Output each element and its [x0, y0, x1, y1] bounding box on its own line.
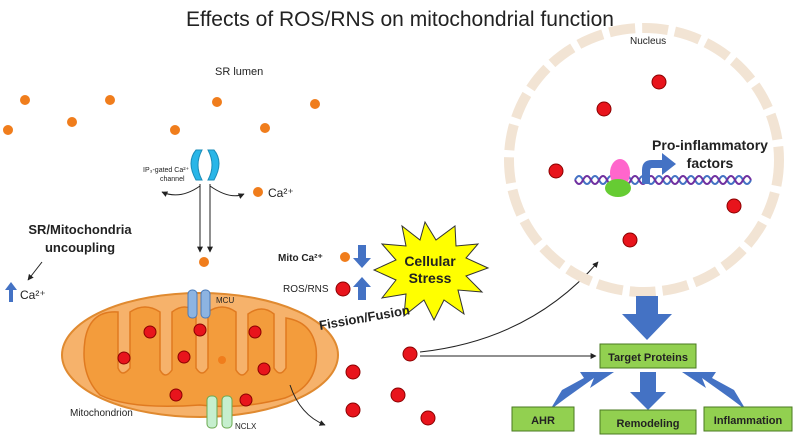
uncoupling-label-line2: uncoupling [45, 240, 115, 255]
remodeling-box [599, 409, 697, 435]
ip3-channel-label: IP₃-gated Ca²⁺ [143, 167, 190, 174]
calcium-left-label: Ca²⁺ [20, 288, 46, 302]
nucleus [504, 23, 784, 297]
nclx-channel [206, 395, 233, 429]
nucleus-label: Nucleus [630, 36, 666, 47]
ros-dot [548, 163, 564, 179]
ros-dot [177, 350, 191, 364]
calcium-dot [3, 125, 13, 135]
mcu-channel [187, 289, 211, 319]
ip3-channel-label-line2: channel [160, 176, 185, 183]
ca-release-arrow-right [209, 185, 245, 199]
calcium-dot [218, 356, 226, 364]
target-proteins-box [599, 343, 697, 369]
calcium-dot [260, 123, 270, 133]
remodeling-label: Remodeling [617, 418, 680, 430]
mito-release-arrow [289, 384, 326, 426]
ros-dot [239, 393, 253, 407]
calcium-dot [105, 95, 115, 105]
ros-dot [390, 387, 406, 403]
ros-dot [402, 346, 418, 362]
ahr-label: AHR [531, 415, 555, 427]
ros-dot [622, 232, 638, 248]
ros-dot [248, 325, 262, 339]
calcium-label: Ca²⁺ [268, 186, 294, 200]
calcium-dot [170, 125, 180, 135]
ros-dot [726, 198, 742, 214]
mcu-label: MCU [216, 296, 234, 305]
nucleus-to-target-arrow [622, 296, 672, 340]
ros-dot [257, 362, 271, 376]
ros-dot [651, 74, 667, 90]
inflammation-box [703, 406, 793, 432]
calcium-dot [340, 252, 350, 262]
mitochondrion [61, 292, 339, 418]
transcription-arrow [642, 153, 676, 184]
diagram-title: Effects of ROS/RNS on mitochondrial func… [186, 8, 614, 31]
cellular-stress-label: Cellular [404, 253, 456, 269]
target-proteins-label: Target Proteins [608, 352, 688, 364]
ros-dot [169, 388, 183, 402]
down-arrow-icon [353, 245, 371, 268]
calcium-dot [67, 117, 77, 127]
arrow-to-ahr [550, 372, 614, 410]
ros-dot [345, 402, 361, 418]
ros-dot [420, 410, 436, 426]
ros-dot [193, 323, 207, 337]
ip3-channel [190, 149, 220, 181]
ros-dot [143, 325, 157, 339]
pro-inflammatory-label: Pro-inflammatory [652, 137, 768, 153]
pro-inflammatory-label-line2: factors [687, 155, 734, 171]
uncoupling-arrow [27, 261, 43, 281]
ros-dot [335, 281, 351, 297]
calcium-dot [199, 257, 209, 267]
ros-rns-label: ROS/RNS [283, 284, 329, 295]
arrow-to-remodeling [630, 372, 666, 410]
transcription-factor [605, 179, 631, 197]
mitochondrion-label: Mitochondrion [70, 408, 133, 419]
nclx-label: NCLX [235, 422, 257, 431]
ahr-box [511, 406, 575, 432]
dna-helix [574, 175, 752, 185]
ros-dot [117, 351, 131, 365]
up-arrow-icon [353, 277, 371, 300]
inflammation-label: Inflammation [714, 415, 783, 427]
sr-lumen-label: SR lumen [215, 66, 263, 78]
calcium-dot [20, 95, 30, 105]
cellular-stress-label-line2: Stress [409, 270, 452, 286]
ca-release-arrow-left [161, 185, 201, 197]
ros-dot [596, 101, 612, 117]
mito-ca-label: Mito Ca²⁺ [278, 253, 323, 264]
uncoupling-label: SR/Mitochondria [28, 222, 132, 237]
up-arrow-icon [5, 282, 17, 302]
cellular-stress-burst [372, 220, 490, 322]
calcium-dot [212, 97, 222, 107]
calcium-dot [310, 99, 320, 109]
calcium-dot [253, 187, 263, 197]
ros-dot [345, 364, 361, 380]
fission-fusion-label: Fission/Fusion [318, 302, 411, 333]
sr-lumen-calcium-dots [3, 95, 320, 135]
arrow-to-inflammation [682, 372, 746, 410]
